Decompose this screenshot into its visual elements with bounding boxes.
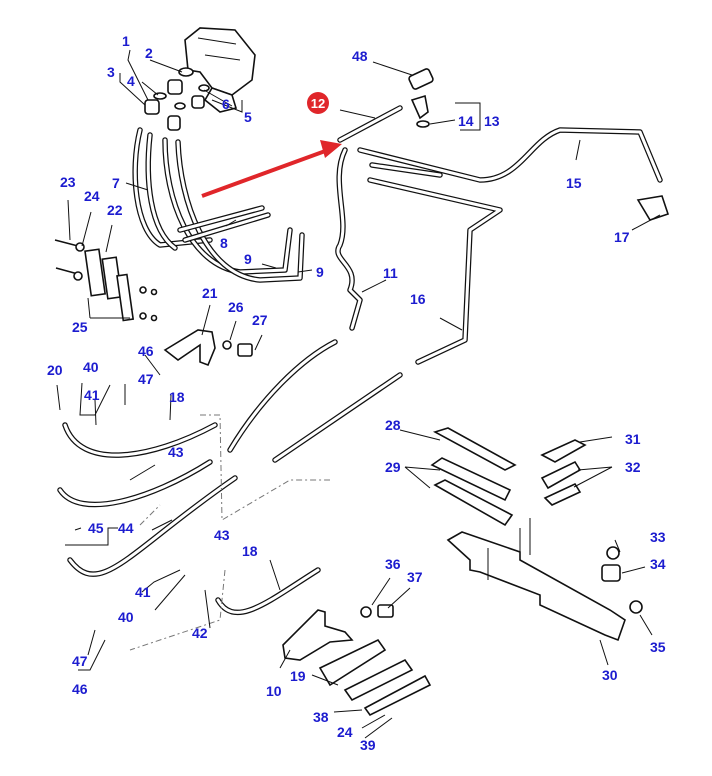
callout-34[interactable]: 34: [650, 556, 666, 572]
lower-hoses: [57, 339, 403, 615]
hoses-7-8-9: [132, 127, 305, 283]
callout-7[interactable]: 7: [112, 175, 120, 191]
highlight-arrow: [201, 140, 342, 198]
callout-20[interactable]: 20: [47, 362, 63, 378]
callout-31[interactable]: 31: [625, 431, 641, 447]
callout-48[interactable]: 48: [352, 48, 368, 64]
callout-24a[interactable]: 24: [84, 188, 100, 204]
callout-39[interactable]: 39: [360, 737, 376, 753]
callout-41a[interactable]: 41: [84, 387, 100, 403]
callout-26[interactable]: 26: [228, 299, 244, 315]
clamp-22-25: [54, 239, 158, 322]
callout-46b[interactable]: 46: [72, 681, 88, 697]
callout-15[interactable]: 15: [566, 175, 582, 191]
callout-45[interactable]: 45: [88, 520, 104, 536]
callout-9a[interactable]: 9: [244, 251, 252, 267]
callout-47a[interactable]: 47: [138, 371, 154, 387]
callout-29[interactable]: 29: [385, 459, 401, 475]
leader-lines: [56, 49, 661, 739]
callout-37[interactable]: 37: [407, 569, 423, 585]
callout-35[interactable]: 35: [650, 639, 666, 655]
callout-24b[interactable]: 24: [337, 724, 353, 740]
callout-40a[interactable]: 40: [83, 359, 99, 375]
valve-fittings: [144, 67, 210, 131]
callout-30[interactable]: 30: [602, 667, 618, 683]
callout-43a[interactable]: 43: [168, 444, 184, 460]
callout-33[interactable]: 33: [650, 529, 666, 545]
callout-17[interactable]: 17: [614, 229, 630, 245]
callout-18b[interactable]: 18: [242, 543, 258, 559]
callout-19[interactable]: 19: [290, 668, 306, 684]
callout-18a[interactable]: 18: [169, 389, 185, 405]
callout-2[interactable]: 2: [145, 45, 153, 61]
nut-block-33-35: [601, 546, 643, 614]
callout-4[interactable]: 4: [127, 73, 135, 89]
callout-42[interactable]: 42: [192, 625, 208, 641]
callout-23[interactable]: 23: [60, 174, 76, 190]
callout-43b[interactable]: 43: [214, 527, 230, 543]
callout-9b[interactable]: 9: [316, 264, 324, 280]
callout-32[interactable]: 32: [625, 459, 641, 475]
fittings-48-13-14: [408, 68, 670, 221]
pipes-11-12-15-16: [335, 105, 663, 365]
callout-38[interactable]: 38: [313, 709, 329, 725]
callout-16[interactable]: 16: [410, 291, 426, 307]
callout-46a[interactable]: 46: [138, 343, 154, 359]
callout-14[interactable]: 14: [458, 113, 474, 129]
callout-25[interactable]: 25: [72, 319, 88, 335]
callout-27[interactable]: 27: [252, 312, 268, 328]
callout-5[interactable]: 5: [244, 109, 252, 125]
callout-44[interactable]: 44: [118, 520, 134, 536]
callout-41b[interactable]: 41: [135, 584, 151, 600]
callout-10[interactable]: 10: [266, 683, 282, 699]
callout-36[interactable]: 36: [385, 556, 401, 572]
callout-6[interactable]: 6: [222, 96, 230, 112]
assembly-lines: [129, 414, 330, 651]
callout-47b[interactable]: 47: [72, 653, 88, 669]
callout-11[interactable]: 11: [383, 265, 398, 281]
callout-13[interactable]: 13: [484, 113, 500, 129]
highlight-badge-12[interactable]: 12: [307, 92, 329, 114]
callout-1[interactable]: 1: [122, 33, 130, 49]
clamp-28-29: [430, 427, 517, 527]
callout-8[interactable]: 8: [220, 235, 228, 251]
callout-28[interactable]: 28: [385, 417, 401, 433]
clamp-21: [163, 329, 253, 367]
bracket-30: [446, 518, 626, 642]
callout-40b[interactable]: 40: [118, 609, 134, 625]
clamp-31-32: [540, 439, 587, 506]
callout-21[interactable]: 21: [202, 285, 218, 301]
bracket-10: [282, 604, 432, 717]
callout-22[interactable]: 22: [107, 202, 123, 218]
callout-3[interactable]: 3: [107, 64, 115, 80]
